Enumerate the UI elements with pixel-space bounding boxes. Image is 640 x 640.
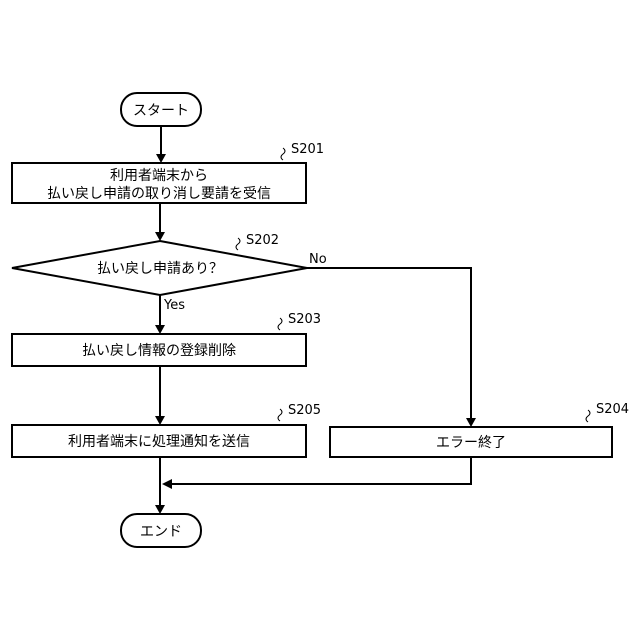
s201-step-number: S201 bbox=[291, 142, 324, 157]
s201-label-line2: 払い戻し申請の取り消し要請を受信 bbox=[47, 186, 271, 202]
arrowhead-s203-to-s205 bbox=[155, 416, 165, 425]
start-label: スタート bbox=[133, 103, 189, 119]
s202-leader-squiggle bbox=[236, 238, 240, 250]
s203-step-number: S203 bbox=[288, 312, 321, 327]
s205-step-number: S205 bbox=[288, 403, 321, 418]
end-label: エンド bbox=[140, 524, 182, 540]
s205-leader-squiggle bbox=[278, 409, 282, 421]
s204-leader-squiggle bbox=[586, 410, 590, 422]
s202-step-number: S202 bbox=[246, 233, 279, 248]
arrowhead-s201-to-s202 bbox=[155, 232, 165, 241]
s204-step-number: S204 bbox=[596, 402, 629, 417]
connector-s202-no-to-s204 bbox=[307, 268, 471, 418]
s201-leader-squiggle bbox=[281, 148, 285, 160]
s205-label: 利用者端末に処理通知を送信 bbox=[68, 433, 250, 450]
arrowhead-s205-to-end bbox=[155, 505, 165, 514]
s201-label-line1: 利用者端末から bbox=[110, 168, 208, 184]
s203-label: 払い戻し情報の登録削除 bbox=[82, 343, 236, 359]
yes-branch-label: Yes bbox=[163, 298, 185, 313]
connector-s204-merge bbox=[172, 457, 471, 484]
s203-leader-squiggle bbox=[278, 318, 282, 330]
arrowhead-s204-merge bbox=[162, 479, 172, 489]
no-branch-label: No bbox=[309, 252, 327, 267]
s202-label: 払い戻し申請あり？ bbox=[97, 261, 223, 277]
s204-label: エラー終了 bbox=[436, 435, 506, 451]
arrowhead-s202-to-s203 bbox=[155, 325, 165, 334]
arrowhead-s202-to-s204 bbox=[466, 418, 476, 427]
arrowhead-start-to-s201 bbox=[156, 154, 166, 163]
